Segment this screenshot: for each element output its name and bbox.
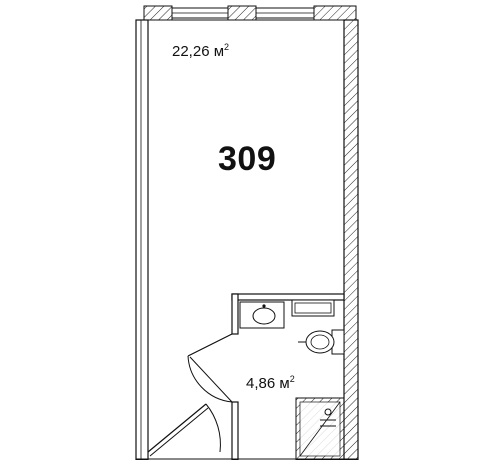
washing-machine-icon <box>291 299 335 317</box>
unit-number: 309 <box>218 140 277 178</box>
washbasin-icon <box>239 301 285 329</box>
bathroom-area-unit-power: 2 <box>289 374 295 384</box>
main-room-area-unit-power: 2 <box>224 42 230 52</box>
left-wall <box>135 19 149 460</box>
bathroom-walls <box>231 293 345 460</box>
bathroom-area-value: 4,86 <box>246 375 276 392</box>
entrance-door[interactable] <box>147 403 221 457</box>
toilet-icon <box>298 329 345 355</box>
main-room-area-value: 22,26 <box>172 43 210 60</box>
shower-icon <box>295 397 345 460</box>
bathroom-area: 4,86 м2 <box>246 374 295 392</box>
main-room-area: 22,26 м2 <box>172 42 229 60</box>
right-wall <box>343 19 359 460</box>
bathroom-area-unit: м <box>279 375 290 392</box>
main-room-area-unit: м <box>213 43 225 60</box>
bathroom-door[interactable] <box>187 333 233 403</box>
top-wall <box>143 5 357 21</box>
